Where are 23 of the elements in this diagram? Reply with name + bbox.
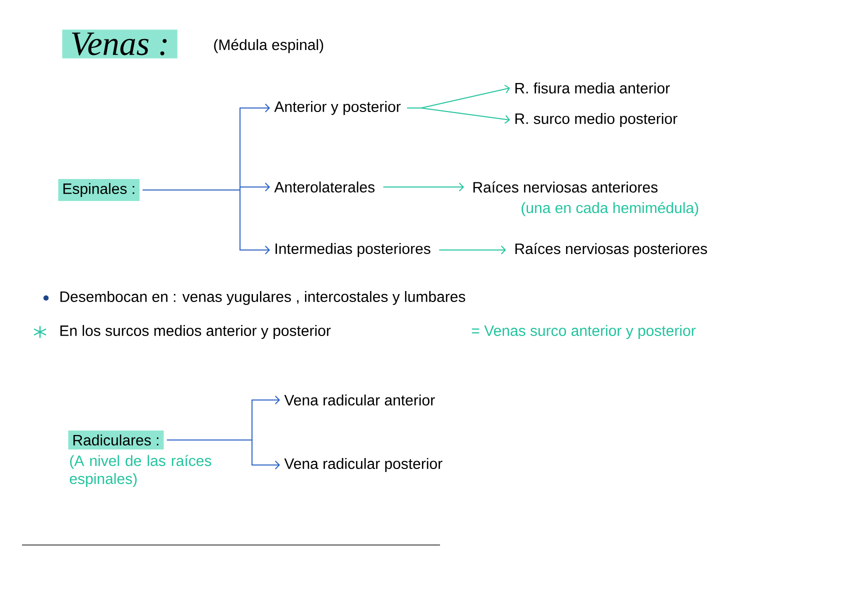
note: En los surcos medios anterior y posterior	[60, 325, 331, 339]
arrow	[406, 108, 510, 124]
branch-label: Vena radicular anterior	[284, 394, 435, 406]
note: (una en cada hemimédula)	[522, 202, 698, 216]
branch-label: R. fisura media anterior	[515, 82, 670, 94]
note: (A nivel de las raíces espinales)	[70, 454, 212, 488]
arrow	[382, 182, 464, 192]
branch-label: Vena radicular posterior	[284, 458, 442, 472]
arrow	[166, 440, 280, 470]
subtitle: (Médula espinal)	[214, 38, 324, 54]
branch-label: Anterior y posterior	[274, 101, 401, 115]
branch-label: Raíces nerviosas anteriores	[473, 181, 658, 193]
branch-label: R. surco medio posterior	[515, 113, 678, 127]
branch-label: Raíces nerviosas posteriores	[515, 242, 708, 258]
note: Desembocan en : venas yugulares , intercostales y lumbares	[60, 291, 466, 305]
arrow	[438, 246, 506, 254]
branch-label: Anterolaterales	[274, 182, 375, 192]
highlighted-heading: Espinales :	[58, 179, 140, 201]
note: = Venas surco anterior y posterior	[472, 325, 696, 339]
arrow	[142, 190, 270, 254]
title: Venas :	[62, 30, 178, 58]
branch-label: Intermedias posteriores	[276, 243, 430, 257]
highlighted-heading: Radiculares :	[68, 430, 164, 450]
